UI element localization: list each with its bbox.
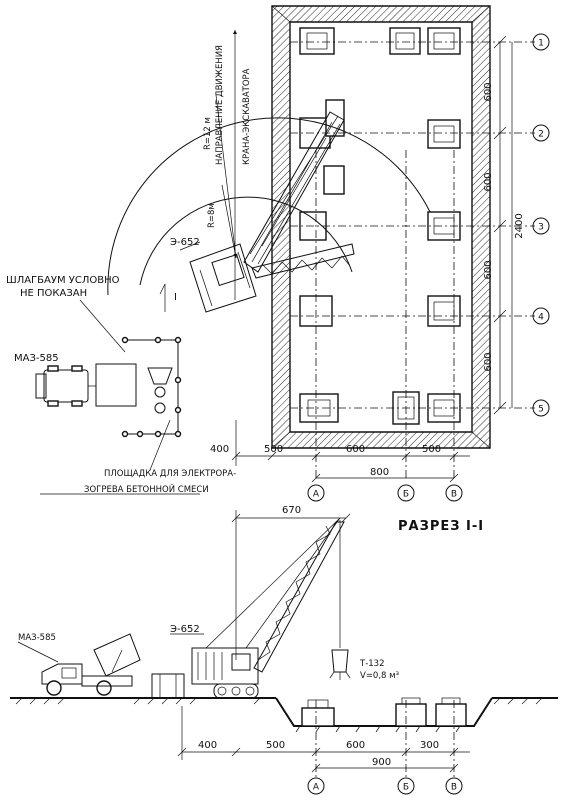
crane-section: Э-652 Т-132 V=0,8 м³ [170, 517, 399, 699]
section-column-axes: А Б В [307, 777, 463, 795]
truck-dump-body [93, 633, 141, 677]
footing [299, 27, 335, 55]
dim-bottom-1: 500 [264, 444, 283, 455]
axis-marker-1 [532, 33, 550, 51]
radius-small-label: R=8м [207, 203, 217, 228]
crane-boom-plan-2 [251, 243, 355, 279]
crane-house [191, 647, 259, 685]
radius-large-label: R=12 м [203, 117, 213, 150]
footing [427, 295, 461, 327]
section-footings [301, 697, 467, 727]
swing-radius-large [107, 117, 431, 296]
axis-marker-2 [532, 124, 550, 142]
footing [323, 165, 345, 195]
dim-side-3: 600 [483, 260, 494, 279]
crane-track [213, 683, 259, 699]
dim-bottom-total: 800 [370, 467, 389, 478]
crane-boom-plan [243, 111, 345, 273]
dim-section-1: 400 [198, 740, 217, 751]
crane-plan: Э-652 [170, 111, 355, 313]
section-dimensions: 400 500 600 300 900 [177, 700, 470, 778]
barrier-note-1: ШЛАГБАУМ УСЛОВНО [6, 275, 120, 286]
pad-note-2: ЗОГРЕВА БЕТОННОЙ СМЕСИ [84, 483, 209, 495]
section-marker-label: I [174, 292, 177, 303]
axis-marker-B [397, 484, 415, 502]
direction-label-1: НАПРАВЛЕНИЕ ДВИЖЕНИЯ [215, 45, 225, 165]
column-axes: А Б В [307, 484, 463, 502]
truck-body-plan [95, 363, 137, 407]
bucket-label-1: Т-132 [359, 659, 384, 669]
axis-label-B: Б [403, 490, 409, 500]
crane-plan-label: Э-652 [170, 237, 200, 248]
barrier-note-2: НЕ ПОКАЗАН [20, 288, 87, 299]
axis-label-A: А [313, 490, 320, 500]
footing [389, 27, 421, 55]
crane-section-label: Э-652 [170, 624, 200, 635]
heating-pad [121, 336, 182, 438]
footing-section [301, 707, 335, 727]
swing-radius-small [139, 196, 353, 286]
axis-label-2: 2 [538, 130, 544, 140]
side-dimensions: 600 600 600 600 2400 [483, 35, 525, 415]
dim-bottom-2: 600 [346, 444, 365, 455]
truck-plan-label: МАЗ-585 [14, 353, 59, 364]
dim-side-1: 600 [483, 82, 494, 101]
dim-section-3: 600 [346, 740, 365, 751]
truck-plan: МАЗ-585 [14, 353, 137, 407]
footing [427, 119, 461, 149]
section-axis-marker-V [445, 777, 463, 795]
bucket [331, 649, 349, 673]
ground-and-pit [10, 697, 558, 733]
axis-label-V: В [451, 490, 457, 500]
axis-marker-A [307, 484, 325, 502]
plan-view: 1 2 3 4 5 600 600 600 600 2400 [6, 5, 550, 502]
row-axes: 1 2 3 4 5 [532, 33, 550, 417]
dim-section-total: 900 [372, 757, 391, 768]
dim-section-2: 500 [266, 740, 285, 751]
axis-label-1: 1 [538, 39, 544, 49]
dim-bottom-left: 400 [210, 444, 229, 455]
axis-label-4: 4 [538, 313, 544, 323]
section-title: РАЗРЕЗ I-I [398, 519, 484, 534]
direction-label-2: КРАНА-ЭКСКАВАТОРА [242, 68, 252, 165]
dim-boom-reach: 670 [282, 505, 301, 516]
axis-marker-3 [532, 217, 550, 235]
footing [427, 27, 461, 55]
truck-section: МАЗ-585 [17, 633, 185, 699]
section-axis-label-V: В [451, 783, 457, 793]
section-axis-marker-B [397, 777, 415, 795]
dim-side-total: 2400 [514, 213, 525, 238]
section-axis-label-A: А [313, 783, 320, 793]
axis-label-3: 3 [538, 223, 544, 233]
pad-note-1: ПЛОЩАДКА ДЛЯ ЭЛЕКТРОРА- [104, 469, 236, 479]
crane-boom-section [253, 521, 345, 673]
bucket-label-2: V=0,8 м³ [360, 671, 399, 681]
footing-section [435, 703, 467, 727]
section-axis-label-B: Б [403, 783, 409, 793]
bottom-dimensions: 400 500 600 500 800 [210, 420, 470, 483]
crane-body-plan [189, 243, 257, 313]
footing-section [395, 703, 427, 727]
axis-marker-V [445, 484, 463, 502]
dim-bottom-3: 500 [422, 444, 441, 455]
section-axis-marker-A [307, 777, 325, 795]
axis-lines [290, 41, 535, 480]
truck-cab-section [41, 663, 83, 685]
axis-marker-5 [532, 399, 550, 417]
dim-side-2: 600 [483, 172, 494, 191]
dim-side-4: 600 [483, 352, 494, 371]
truck-section-label: МАЗ-585 [18, 633, 56, 643]
section-view: РАЗРЕЗ I-I 670 [10, 505, 558, 795]
truck-cab-plan [43, 369, 89, 403]
axis-marker-4 [532, 307, 550, 325]
axis-label-5: 5 [538, 405, 544, 415]
dim-section-4: 300 [420, 740, 439, 751]
